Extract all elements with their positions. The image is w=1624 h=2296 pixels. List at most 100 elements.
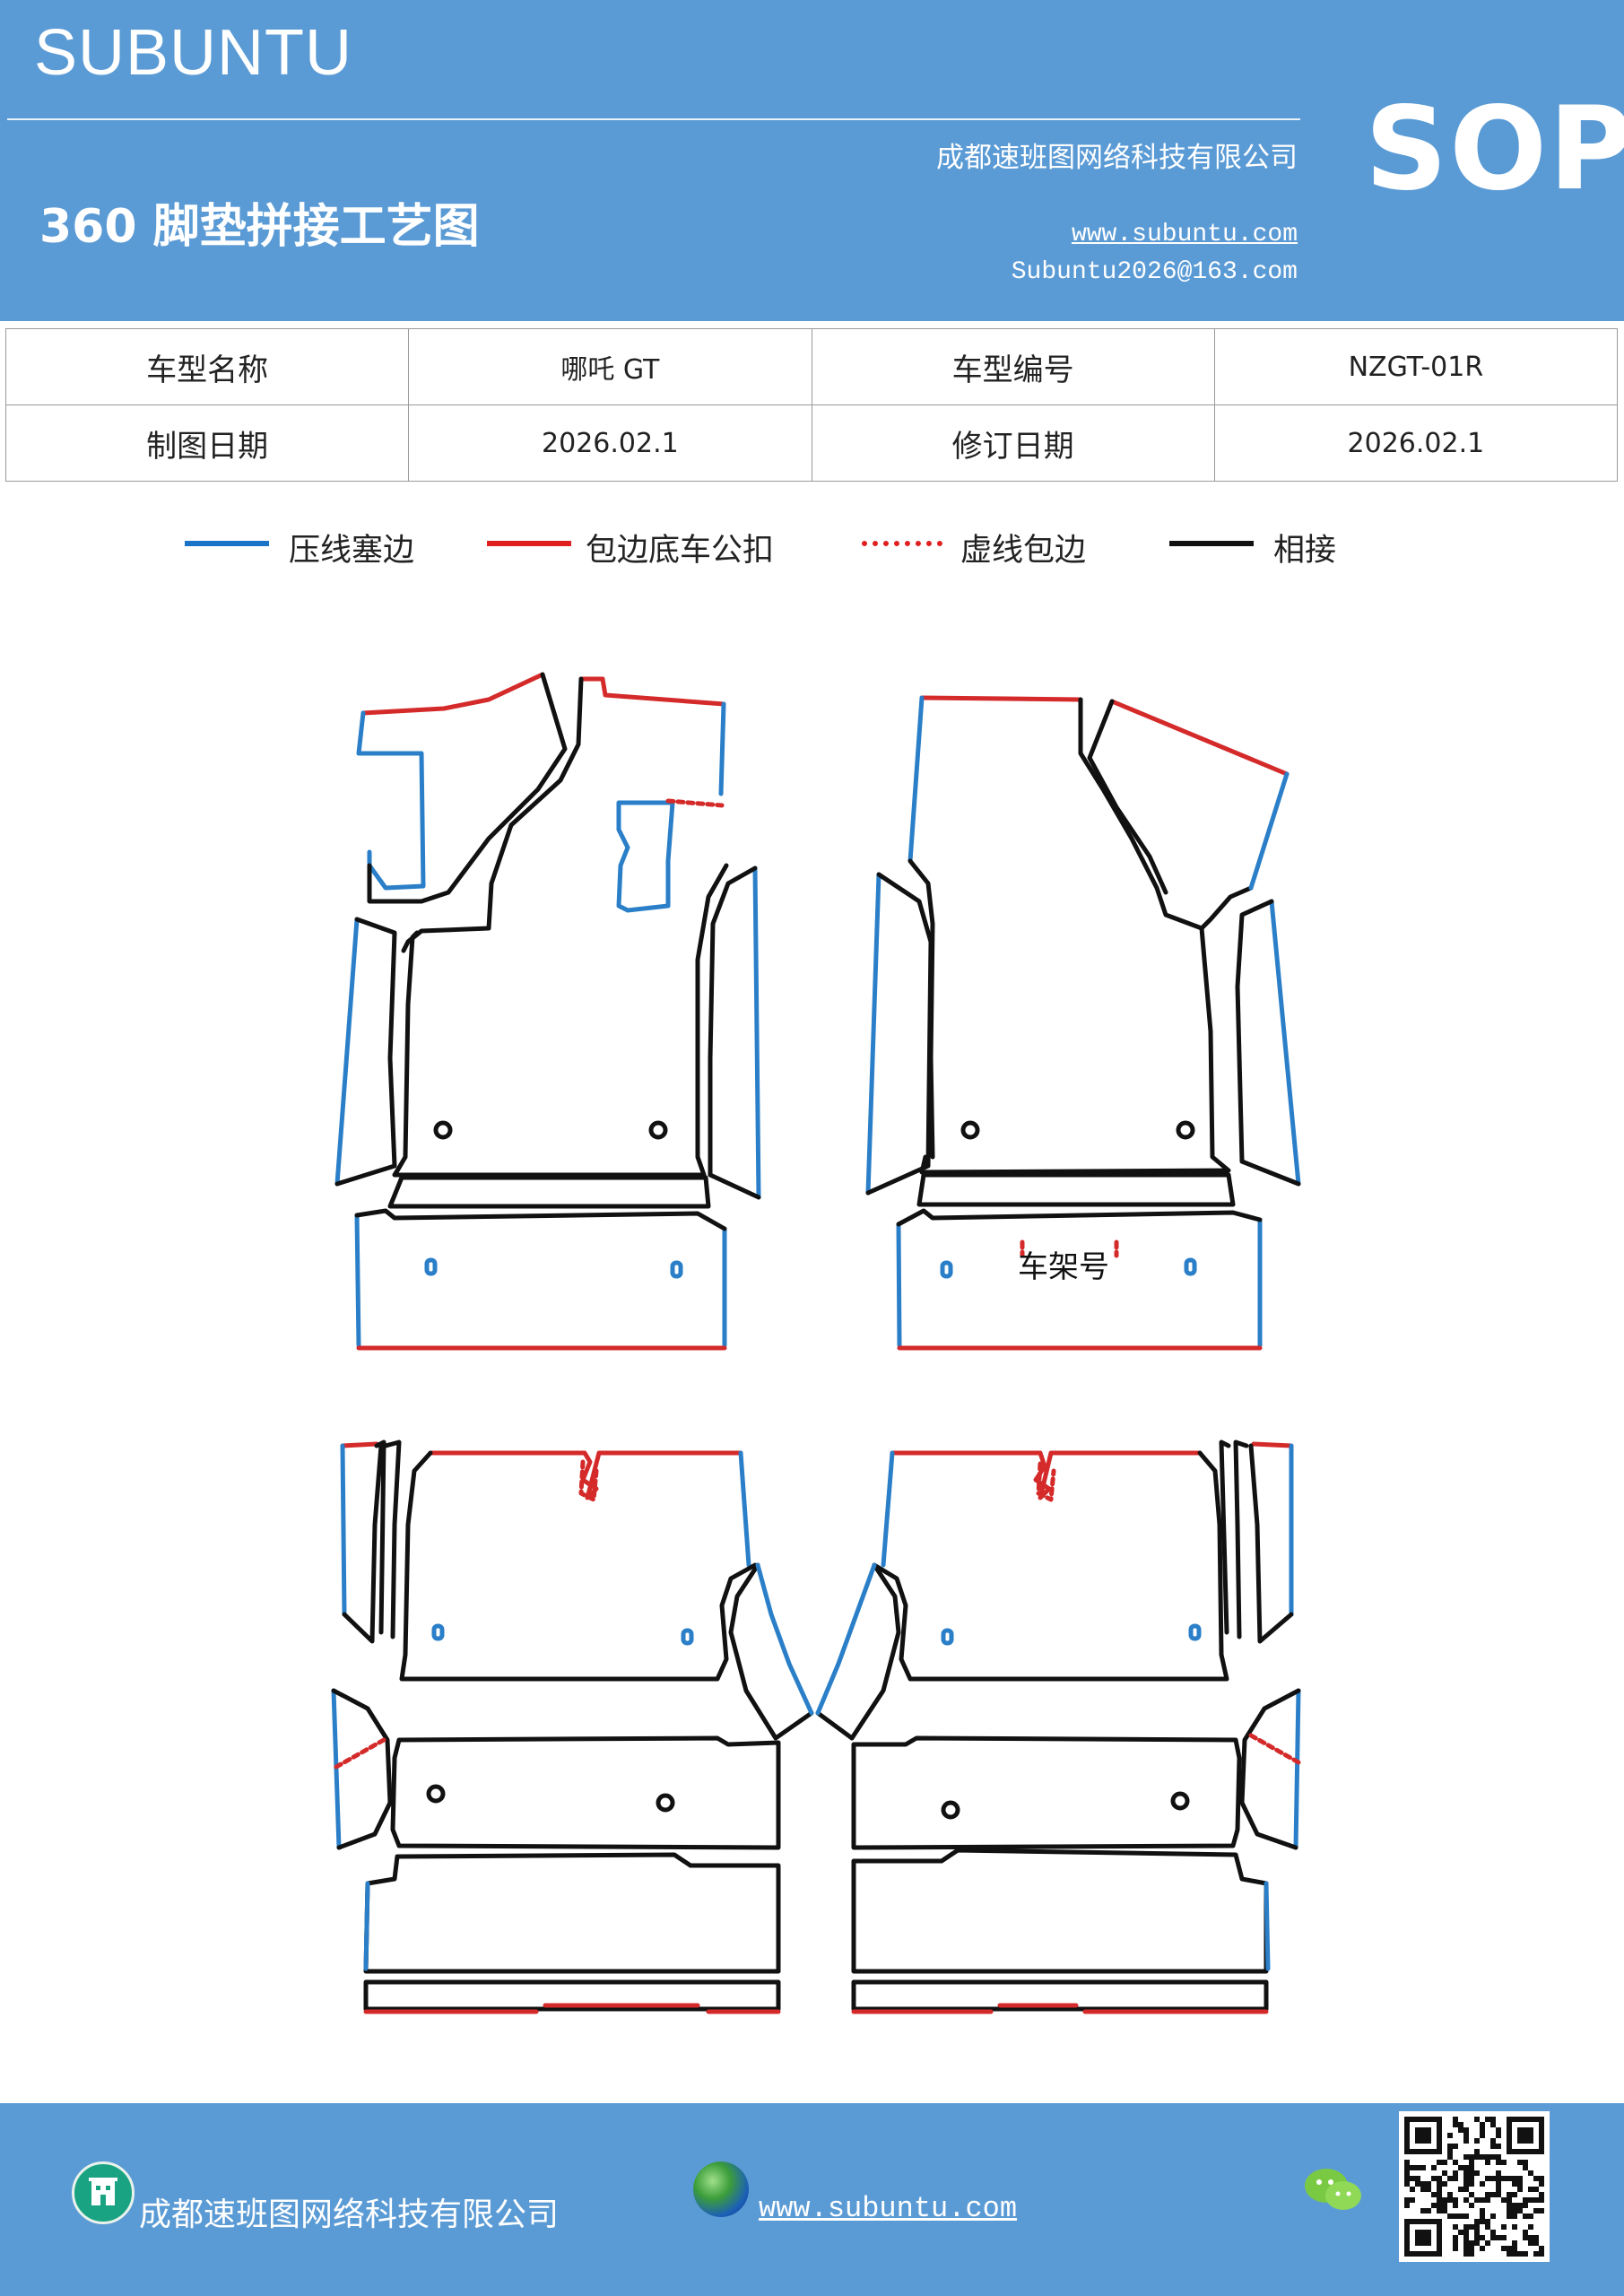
rr-tri-blue	[1293, 1688, 1301, 1850]
fl-pocket-blue	[356, 710, 426, 891]
fl-lower-black	[354, 1208, 727, 1231]
fr-inner-black	[908, 699, 1168, 1160]
fl-pocket-red	[360, 672, 545, 716]
fl-side-blue	[334, 917, 360, 1187]
rr-row1-black	[851, 1735, 1242, 1850]
legend-swatch	[862, 541, 942, 546]
fr-heel-black	[916, 1172, 1236, 1207]
rear-left-mat	[331, 1439, 814, 2014]
legend-swatch	[185, 541, 269, 546]
table-row: 制图日期 2026.02.1 修订日期 2026.02.1	[4, 404, 1619, 482]
rr-slot	[1188, 1623, 1202, 1641]
info-table: 车型名称 哪吒 GT 车型编号 NZGT-01R 制图日期 2026.02.1 …	[4, 328, 1619, 482]
rr-dotted-red	[1036, 1461, 1056, 1502]
building-icon	[72, 2161, 135, 2224]
legend-label: 虚线包边	[960, 533, 1087, 569]
email-address[interactable]: Subuntu2026@163.com	[1011, 258, 1298, 286]
rr-tri-red	[1248, 1733, 1301, 1765]
legend: 压线塞边 包边底车公扣 虚线包边 相接	[0, 525, 1624, 570]
rr-left-blue	[881, 1450, 895, 1568]
header-banner	[0, 0, 1624, 321]
revise-date-value: 2026.02.1	[1213, 404, 1619, 482]
rr-row2-black	[851, 1848, 1269, 1974]
fl-top-red	[578, 676, 726, 707]
rl-strip2-black	[374, 1439, 402, 1639]
company-name: 成都速班图网络科技有限公司	[936, 142, 1298, 174]
floor-mat-diagram: 车架号	[331, 672, 1301, 2014]
fr-rightstrip-black	[1235, 899, 1301, 1187]
website-link[interactable]: www.subuntu.com	[1071, 221, 1298, 248]
fl-rside-black	[708, 865, 761, 1200]
rr-slot	[941, 1628, 954, 1646]
rr-hole	[1170, 1791, 1190, 1811]
rr-tri-black	[1239, 1688, 1301, 1850]
legend-label: 包边底车公扣	[586, 533, 775, 569]
rl-wheel-blue	[755, 1562, 814, 1716]
sop-badge: SOP	[1365, 83, 1624, 216]
front-right-mat	[865, 695, 1301, 1351]
footer-company-name: 成都速班图网络科技有限公司	[139, 2196, 560, 2233]
rr-row3-black	[851, 1979, 1269, 2012]
rr-row2-blue	[1264, 1881, 1271, 1971]
rl-right-blue	[738, 1450, 751, 1568]
draw-date-label: 制图日期	[4, 404, 410, 482]
model-code-label: 车型编号	[811, 328, 1215, 405]
rl-tri-red	[334, 1737, 386, 1770]
globe-icon	[693, 2161, 749, 2217]
rr-strip1-red	[1251, 1441, 1294, 1448]
fl-hole	[433, 1120, 453, 1140]
rl-top-red	[428, 1450, 743, 1500]
rl-row3-black	[363, 1979, 781, 2012]
rr-hole	[941, 1800, 960, 1820]
table-row: 车型名称 哪吒 GT 车型编号 NZGT-01R	[4, 328, 1619, 405]
front-left-mat	[334, 672, 761, 1351]
fl-cutout-blue	[616, 800, 675, 913]
rl-dotted-red	[578, 1459, 599, 1502]
rr-wheel-black	[815, 1562, 901, 1741]
header-divider	[7, 118, 1300, 120]
fl-rside-blue	[752, 865, 761, 1200]
model-name-value: 哪吒 GT	[408, 328, 812, 405]
fr-slot	[940, 1260, 953, 1279]
rl-wheel-black	[728, 1562, 814, 1741]
rl-tri-black	[331, 1688, 393, 1850]
rl-strip1-red	[340, 1441, 379, 1448]
rl-hole	[656, 1793, 675, 1813]
fl-heel-black	[387, 1175, 711, 1209]
rl-slot	[431, 1623, 445, 1641]
footer-website-link[interactable]: www.subuntu.com	[759, 2192, 1018, 2225]
fr-vin-red	[1020, 1239, 1119, 1258]
fl-side-black	[334, 917, 397, 1187]
fr-flap-red	[1109, 699, 1290, 777]
fr-rightstrip-blue	[1269, 899, 1301, 1187]
brand-name: SUBUNTU	[34, 17, 353, 89]
rl-strip1-black	[342, 1443, 384, 1644]
vin-label: 车架号	[1018, 1249, 1109, 1285]
fr-top-red	[919, 695, 1083, 702]
rr-wheel-blue	[815, 1562, 877, 1716]
model-name-label: 车型名称	[4, 328, 410, 405]
fr-flap-blue	[1248, 771, 1290, 891]
legend-swatch	[487, 541, 571, 546]
fr-lower-black	[896, 1208, 1263, 1227]
rear-right-mat	[815, 1439, 1301, 2014]
fl-slot	[424, 1257, 438, 1276]
rl-strip1-blue	[340, 1443, 347, 1617]
wechat-icon[interactable]	[1302, 2163, 1365, 2217]
rl-row2-black	[363, 1852, 781, 1974]
rl-row3-red	[363, 2003, 781, 2014]
fr-lower-blue	[896, 1217, 1263, 1348]
rl-row2-blue	[363, 1881, 370, 1971]
rl-slot	[681, 1628, 694, 1646]
fr-leftstrip-blue	[865, 872, 881, 1196]
qr-code-icon	[1399, 2111, 1550, 2262]
fr-hole	[960, 1120, 980, 1140]
rl-body-black	[399, 1450, 758, 1682]
rr-body-black	[872, 1450, 1229, 1682]
fl-hole	[648, 1120, 668, 1140]
fl-slot	[670, 1260, 683, 1279]
fl-right-blue	[718, 701, 726, 796]
draw-date-value: 2026.02.1	[408, 404, 812, 482]
fl-pocket-black	[367, 672, 568, 904]
rr-strip1-black	[1219, 1439, 1294, 1644]
